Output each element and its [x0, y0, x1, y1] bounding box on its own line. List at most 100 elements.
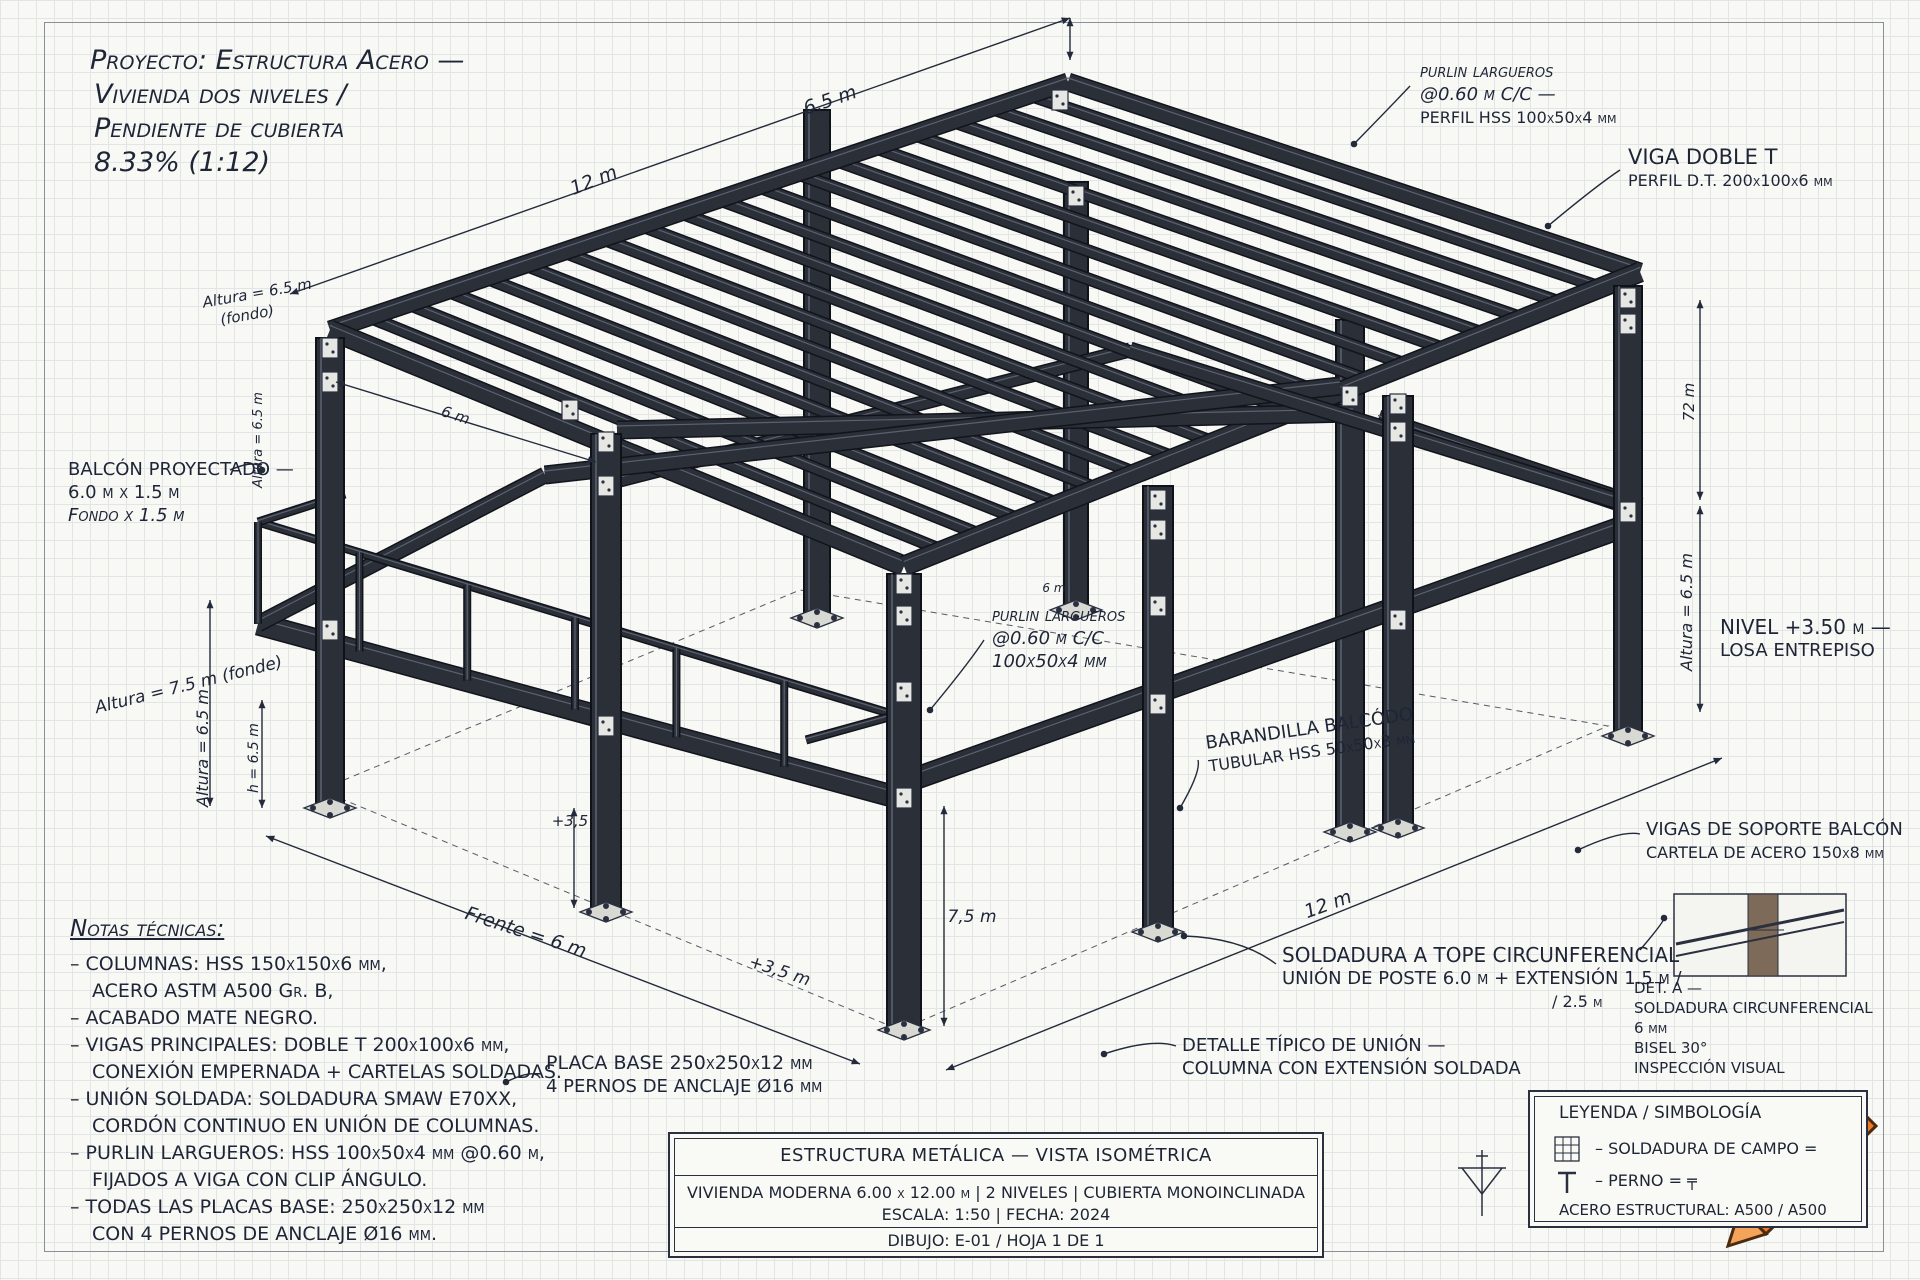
project-line-3: Pendiente de cubierta: [94, 113, 345, 144]
front-column-corner-base-plate: [876, 1019, 932, 1041]
bolt-icon: [1558, 1171, 1576, 1193]
notes-heading: Notas técnicas:: [70, 916, 225, 942]
balcon-callout: BALCÓN PROYECTADO — 6.0 m x 1.5 m Fondo …: [68, 458, 294, 527]
connection-plate-bolt: [331, 384, 335, 388]
roof-purlin: [522, 260, 1100, 494]
connection-plate-bolt: [905, 694, 909, 698]
note-line: CORDÓN CONTINUO EN UNIÓN DE COLUMNAS.: [92, 1115, 540, 1137]
dim-plus35-a-arrow: [570, 899, 578, 908]
title-block-divider: [675, 1175, 1317, 1176]
connection-plate-bolt: [1399, 434, 1403, 438]
callout-leader: [1183, 935, 1277, 965]
connection-plate-bolt: [905, 586, 909, 590]
front-column-corner-anchor-bolt: [884, 1027, 890, 1033]
detalle-line-2: COLUMNA CON EXTENSIÓN SOLDADA: [1182, 1058, 1521, 1079]
callout-leader-tip: [258, 466, 266, 474]
roof-purlin-highlight: [485, 274, 1060, 503]
roof-purlin-highlight: [873, 144, 1447, 348]
dim-frente-arrow: [851, 1057, 860, 1065]
back-column-1-anchor-bolt: [831, 615, 837, 621]
back-column-3-anchor-bolt: [1330, 829, 1336, 835]
connection-plate-bolt: [1399, 622, 1403, 626]
connection-plate: [1149, 693, 1167, 715]
nivel-callout: NIVEL +3.50 m — LOSA ENTREPISO: [1720, 616, 1891, 662]
front-column-left-anchor-bolt: [310, 805, 316, 811]
dim-75-arrow: [940, 1017, 948, 1026]
dim-6m-left-arrow: [587, 456, 596, 463]
nivel-line-1: NIVEL +3.50 m —: [1720, 615, 1891, 639]
level2-front-beam: [896, 518, 1624, 794]
callout-leader: [1179, 759, 1200, 809]
roof-purlin-highlight: [562, 248, 1137, 472]
connection-plate-bolt: [1623, 506, 1627, 510]
roof-purlin: [483, 273, 1061, 509]
placa-callout: PLACA BASE 250x250x12 mm 4 PERNOS DE ANC…: [546, 1052, 822, 1098]
back-column-3-base-plate: [1322, 821, 1378, 843]
weld-grid-icon: [1554, 1136, 1580, 1162]
dimension-lines: [206, 17, 1723, 1086]
note-line: – UNIÓN SOLDADA: SOLDADURA SMAW E70XX,: [70, 1088, 518, 1110]
viga-line-2: PERFIL D.T. 200x100x6 mm: [1628, 171, 1833, 190]
level2-front-beam-highlight: [899, 522, 1621, 780]
roof-purlin-highlight: [795, 170, 1370, 379]
dim-12m-front-arrow: [1713, 757, 1722, 765]
right-column-end-anchor-bolt: [1625, 740, 1631, 746]
legend-footer: ACERO ESTRUCTURAL: A500 / A500: [1559, 1201, 1827, 1219]
placa-line-2: 4 PERNOS DE ANCLAJE Ø16 mm: [546, 1076, 823, 1097]
roof-purlin-highlight: [912, 131, 1486, 332]
balcon-line-2: 6.0 m x 1.5 m: [68, 482, 180, 503]
roof-purlin: [949, 116, 1526, 324]
purlin-mid-line-1: purlin largueros: [992, 605, 1126, 626]
connection-plate-bolt: [899, 578, 903, 582]
connection-plate-bolt: [1061, 102, 1065, 106]
title-block-inner: ESTRUCTURA METÁLICA — VISTA ISOMÉTRICA V…: [674, 1138, 1318, 1252]
connection-plate-bolt: [1393, 398, 1397, 402]
callout-leader-tip: [926, 706, 934, 714]
connection-plate-bolt: [1629, 514, 1633, 518]
dim-h-65-arrow: [258, 799, 266, 808]
connection-plate: [597, 715, 615, 737]
front-column-corner-anchor-bolt: [901, 1021, 907, 1027]
connection-plate-bolt: [1393, 426, 1397, 430]
connection-plate-bolt: [1071, 190, 1075, 194]
connection-plate: [1051, 89, 1069, 111]
balcony-side-beam: [254, 468, 549, 631]
purlin-top-line-2: @0.60 m C/C —: [1420, 84, 1556, 105]
viga-callout: VIGA DOBLE T PERFIL D.T. 200x100x6 mm: [1628, 146, 1833, 192]
roof-purlin-highlight: [757, 183, 1331, 394]
det-a-line-2: SOLDADURA CIRCUNFERENCIAL: [1634, 999, 1873, 1017]
connection-plate: [597, 475, 615, 497]
callout-leader-tip: [1180, 932, 1188, 940]
legend-box: LEYENDA / SIMBOLOGÍA – SOLDADURA DE CAMP…: [1528, 1090, 1868, 1228]
connection-plate-bolt: [1153, 698, 1157, 702]
connection-plate: [1389, 421, 1407, 443]
connection-plate-bolt: [905, 618, 909, 622]
project-line-2: Vivienda dos niveles /: [94, 79, 347, 110]
back-column-3-anchor-bolt: [1347, 836, 1353, 842]
connection-plate-bolt: [601, 720, 605, 724]
level2-long-beam-back: [544, 378, 1341, 483]
connection-plate: [1149, 519, 1167, 541]
dim-12m-top: [289, 17, 1071, 295]
technical-notes: Notas técnicas: – COLUMNAS: HSS 150x150x…: [70, 916, 562, 1248]
connection-plate-bolt: [1351, 398, 1355, 402]
dim-label-plus35-a: +3,5: [552, 812, 588, 830]
det-a-line-3: 6 mm: [1634, 1019, 1668, 1037]
roof-purlin: [794, 168, 1371, 386]
front-column-left-base-plate: [302, 797, 358, 819]
dim-label-h-65: h = 6.5 m: [246, 723, 262, 793]
dim-frente-arrow: [266, 835, 275, 843]
notes-list: – COLUMNAS: HSS 150x150x6 mm,ACERO ASTM …: [70, 951, 562, 1248]
roof-purlin: [755, 181, 1332, 401]
dim-72-arrow: [1696, 300, 1704, 309]
dim-altura-75-arrow: [206, 797, 214, 806]
front-column-left-anchor-bolt: [327, 812, 333, 818]
connection-plate: [1149, 489, 1167, 511]
legend-bolt: – PERNO = ╤: [1595, 1171, 1697, 1190]
front-column-right-anchor-bolt: [1395, 832, 1401, 838]
connection-plate-bolt: [1153, 494, 1157, 498]
connection-plate-bolt: [331, 350, 335, 354]
front-column-left-anchor-bolt: [327, 799, 333, 805]
front-column-left-anchor-bolt: [344, 805, 350, 811]
vigas-soporte-line-2: CARTELA DE ACERO 150x8 mm: [1646, 843, 1884, 862]
